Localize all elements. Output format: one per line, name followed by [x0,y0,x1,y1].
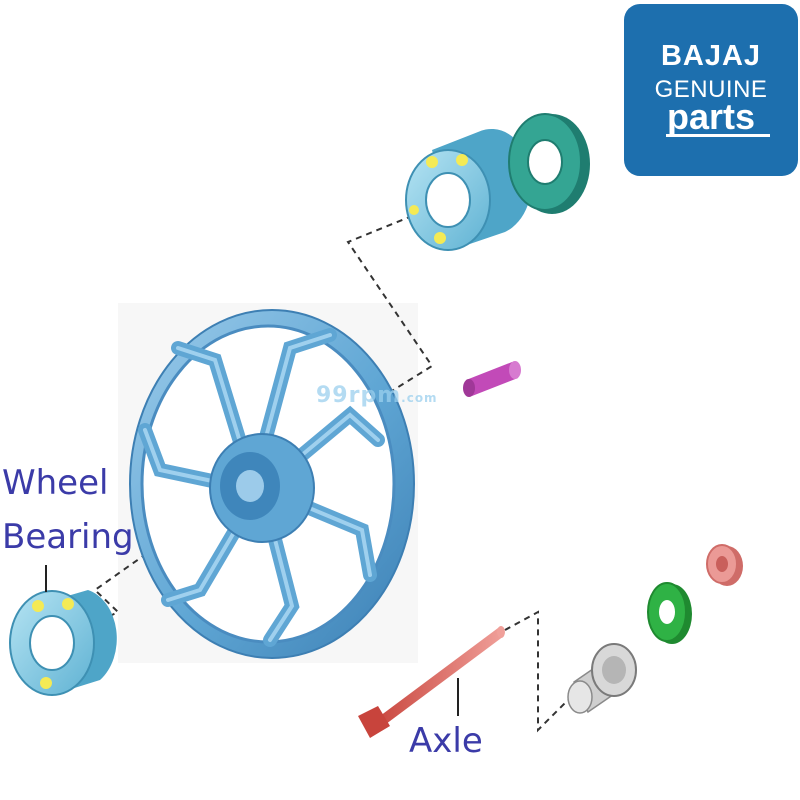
label-bearing: Bearing [2,517,134,557]
bearing-upper [405,128,532,251]
label-wheel: Wheel [2,463,109,503]
spacer-bolt [567,643,637,714]
logo-genuine: GENUINE [654,76,768,103]
watermark-main: 99rpm [316,383,402,408]
nut [706,544,743,586]
bearing-lower [9,590,117,696]
assembly-guide-lines [29,161,579,733]
logo-parts: parts [666,96,756,137]
label-axle: Axle [409,721,483,761]
guide-line-lower [504,610,579,733]
watermark: 99rpm.com [316,383,438,408]
logo-underline [666,134,770,137]
axle [358,626,505,738]
logo-brand: BAJAJ [660,40,762,72]
guide-line-upper [29,161,546,656]
watermark-suffix: .com [401,391,438,405]
oil-seal [508,113,590,214]
wheel-rim [129,309,415,659]
pin [463,361,521,397]
washer [647,582,692,644]
bajaj-genuine-parts-logo: BAJAJ GENUINE parts [624,4,798,176]
